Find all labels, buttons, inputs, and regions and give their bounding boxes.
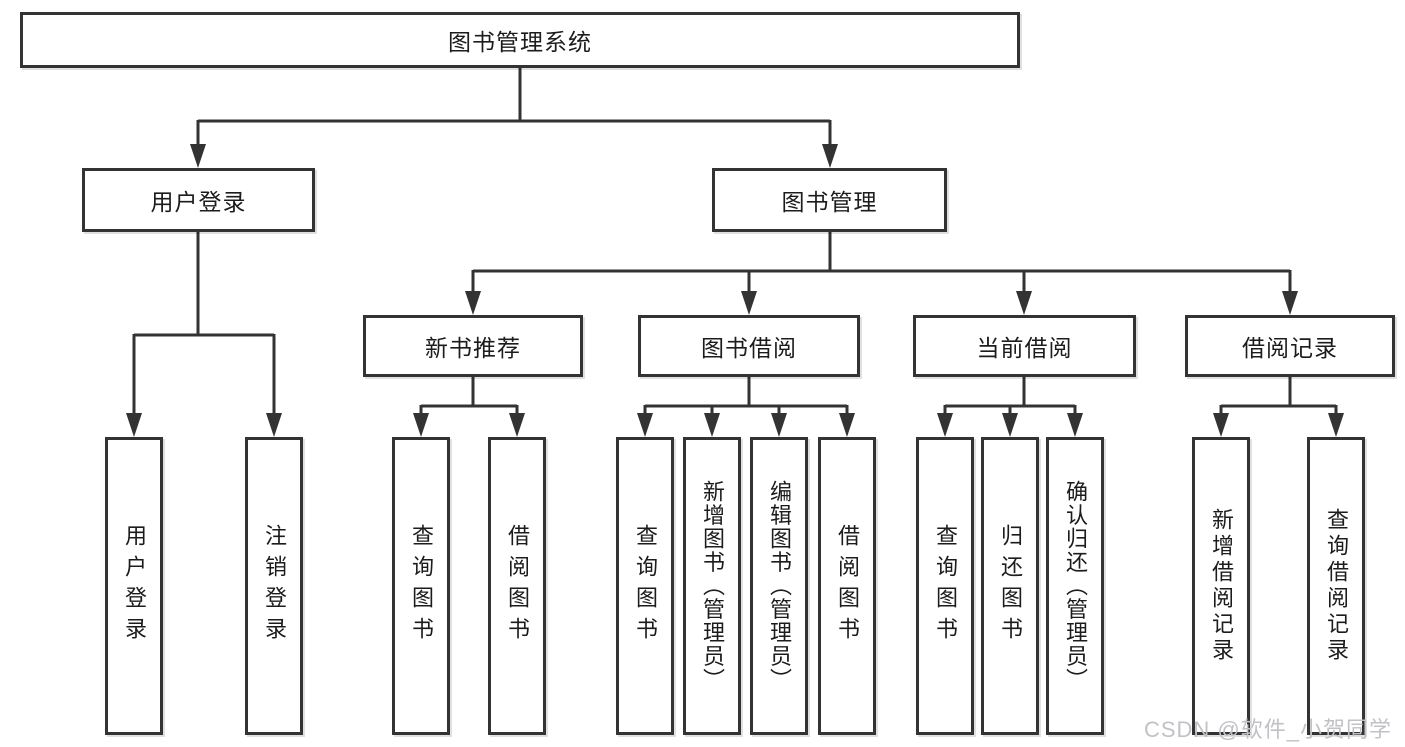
node-query-book-1-label: 查询图书 (409, 524, 434, 648)
node-return-book-label: 归还图书 (998, 524, 1023, 648)
node-add-book-admin: 新增图书（管理员） (683, 437, 741, 735)
arrowhead-icon (126, 144, 1344, 437)
node-return-book: 归还图书 (981, 437, 1039, 735)
node-query-book-2: 查询图书 (616, 437, 674, 735)
node-root: 图书管理系统 (20, 12, 1020, 68)
csdn-watermark: CSDN @软件_小贺同学 (1143, 717, 1392, 742)
node-user-login-group: 用户登录 (82, 168, 315, 232)
node-book-borrow-label: 图书借阅 (701, 335, 797, 361)
node-borrow-book-1: 借阅图书 (488, 437, 546, 735)
node-new-book-rec-label: 新书推荐 (425, 335, 521, 361)
node-confirm-return-admin: 确认归还（管理员） (1046, 437, 1104, 735)
node-query-book-3-label: 查询图书 (933, 524, 958, 648)
node-book-borrow: 图书借阅 (638, 315, 860, 377)
node-edit-book-admin-label: 编辑图书（管理员） (767, 480, 792, 692)
node-query-book-1: 查询图书 (392, 437, 450, 735)
node-book-mgmt-label: 图书管理 (781, 189, 878, 215)
node-logout: 注销登录 (245, 437, 303, 735)
node-new-book-rec: 新书推荐 (363, 315, 583, 377)
node-edit-book-admin: 编辑图书（管理员） (750, 437, 808, 735)
node-query-borrow-record-label: 查询借阅记录 (1324, 508, 1349, 664)
node-borrow-record: 借阅记录 (1185, 315, 1395, 377)
node-current-borrow: 当前借阅 (913, 315, 1136, 377)
node-confirm-return-admin-label: 确认归还（管理员） (1063, 480, 1088, 692)
node-borrow-book-1-label: 借阅图书 (505, 524, 530, 648)
node-borrow-record-label: 借阅记录 (1242, 335, 1338, 361)
node-root-label: 图书管理系统 (448, 29, 592, 55)
node-borrow-book-2: 借阅图书 (818, 437, 876, 735)
node-query-book-3: 查询图书 (916, 437, 974, 735)
node-query-borrow-record: 查询借阅记录 (1307, 437, 1365, 735)
node-logout-label: 注销登录 (262, 524, 287, 648)
node-borrow-book-2-label: 借阅图书 (835, 524, 860, 648)
node-book-mgmt: 图书管理 (712, 168, 947, 232)
node-add-book-admin-label: 新增图书（管理员） (700, 480, 725, 692)
node-user-login: 用户登录 (105, 437, 163, 735)
node-add-borrow-record: 新增借阅记录 (1192, 437, 1250, 735)
node-query-book-2-label: 查询图书 (633, 524, 658, 648)
node-current-borrow-label: 当前借阅 (976, 335, 1073, 361)
node-user-login-label: 用户登录 (122, 524, 147, 648)
node-user-login-group-label: 用户登录 (150, 189, 247, 215)
node-add-borrow-record-label: 新增借阅记录 (1209, 508, 1234, 664)
